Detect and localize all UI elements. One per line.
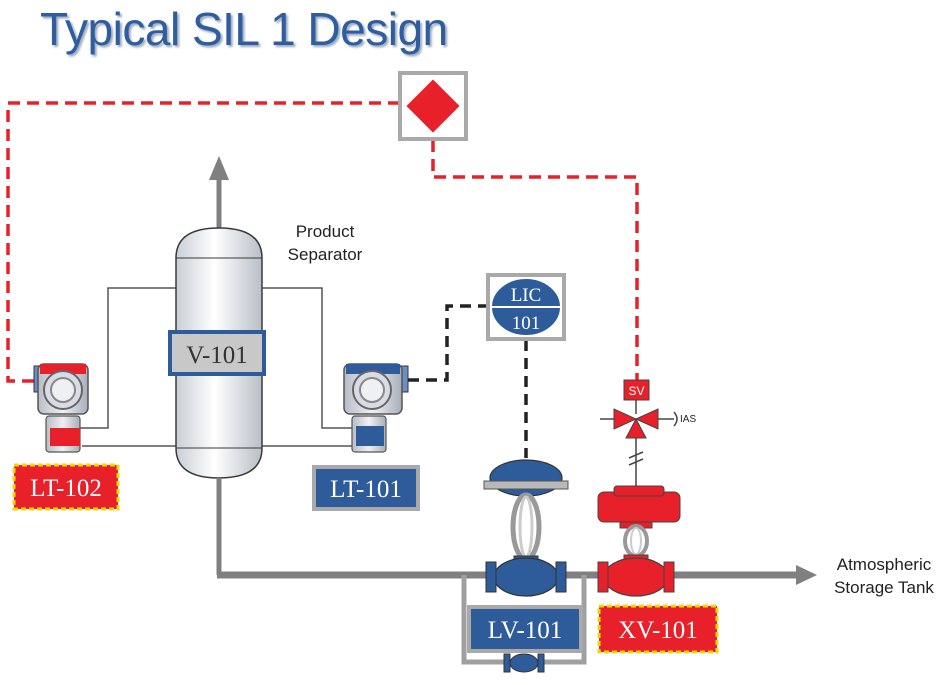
controller-lic101: LIC 101: [486, 273, 566, 341]
page-title: Typical SIL 1 Design: [40, 3, 448, 55]
safety-signal-lines: [6, 101, 639, 383]
tag-lt101-label: LT-101: [330, 476, 402, 503]
vessel-vapor-outlet: [209, 156, 229, 232]
instrument-taps: [80, 287, 352, 447]
tag-xv101-label: XV-101: [618, 617, 698, 644]
lic-label-line2: 101: [512, 313, 541, 334]
transmitter-lt101: [343, 363, 409, 453]
tag-lv101: LV-101: [467, 605, 583, 653]
control-valve-lv101: [483, 459, 569, 597]
tag-lt101: LT-101: [312, 465, 420, 511]
destination-line1: Atmospheric: [837, 555, 932, 574]
tag-lv101-label: LV-101: [488, 617, 563, 644]
solenoid-valve: SV IAS: [600, 379, 696, 488]
vessel-caption-line1: Product: [296, 222, 355, 241]
logic-solver: [398, 71, 468, 141]
vessel-tag-label: V-101: [186, 342, 248, 369]
tag-lt102-label: LT-102: [30, 475, 102, 502]
transmitter-lt102: [33, 363, 89, 453]
vessel-tag: V-101: [168, 330, 266, 376]
vessel-caption-line2: Separator: [288, 245, 363, 264]
bypass-valve: [503, 653, 545, 673]
tag-lt102: LT-102: [12, 463, 120, 511]
tag-xv101: XV-101: [597, 604, 719, 654]
ias-label: IAS: [680, 414, 696, 425]
destination-line2: Storage Tank: [834, 578, 934, 597]
lic-label-line1: LIC: [511, 285, 542, 306]
sv-label: SV: [628, 384, 644, 398]
control-signal-lines: [408, 304, 528, 458]
shutdown-valve-xv101: [597, 485, 681, 597]
